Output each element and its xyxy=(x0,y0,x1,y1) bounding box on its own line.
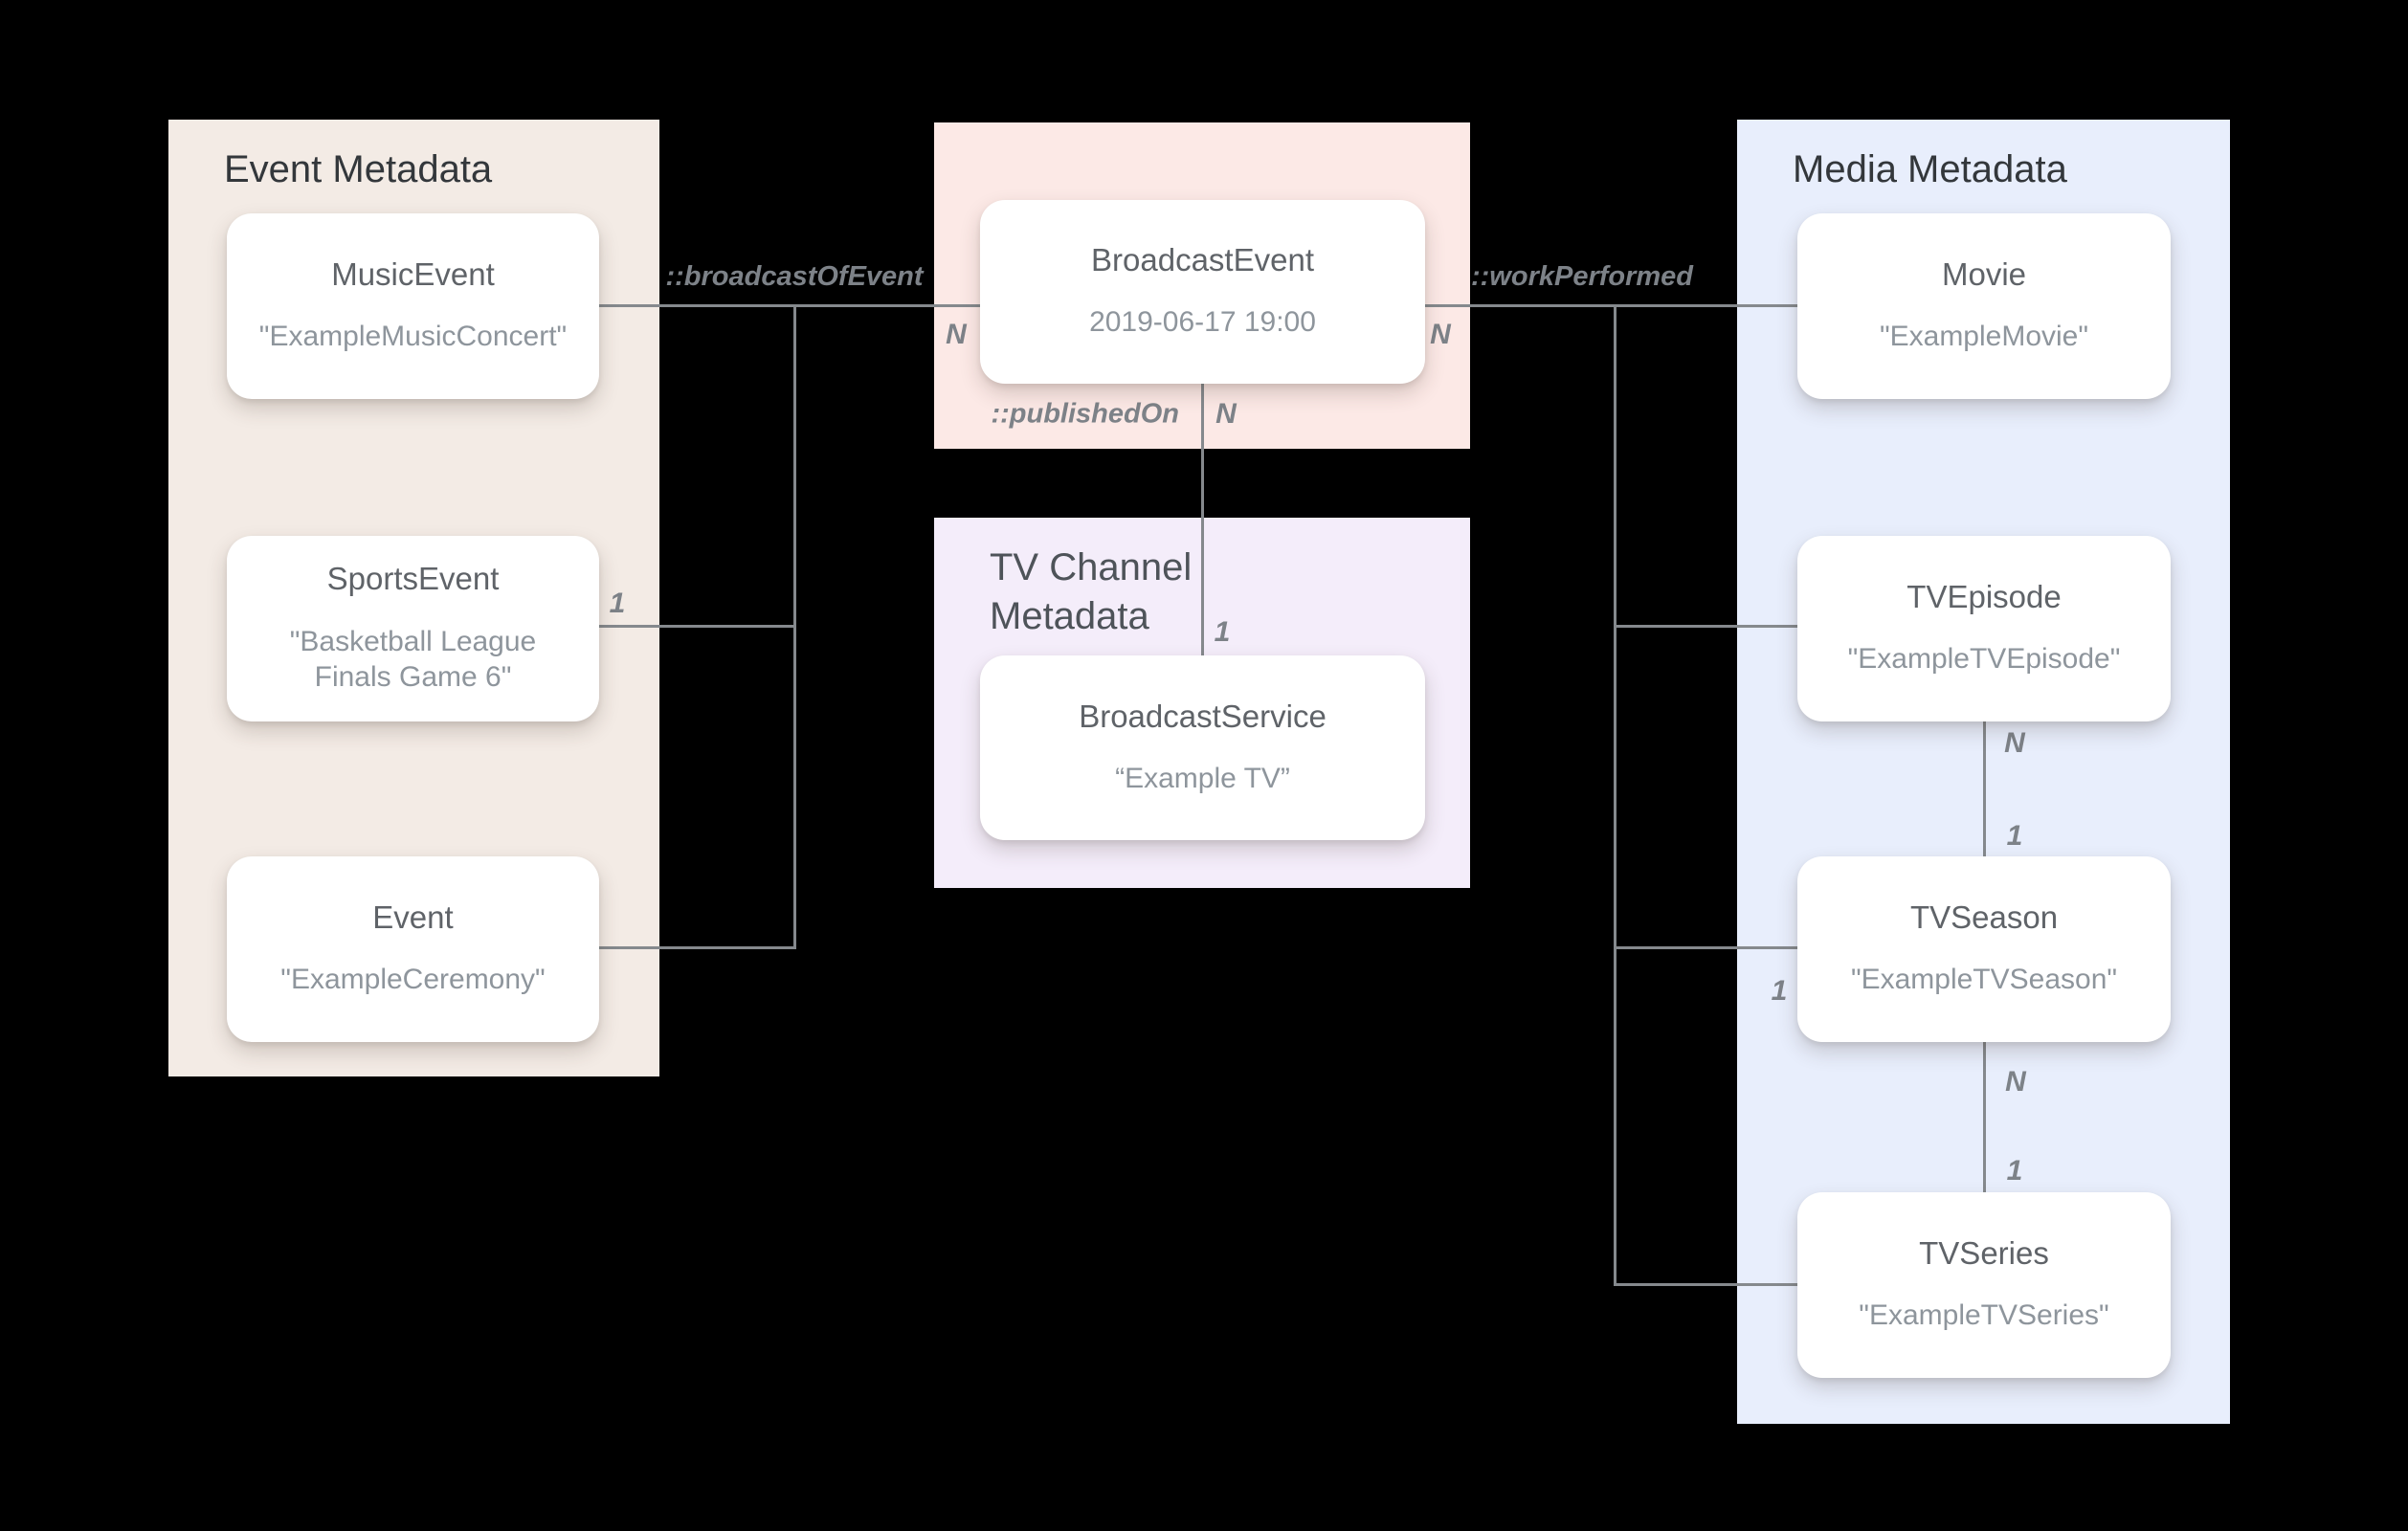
multiplicity-1-sportsevent: 1 xyxy=(609,588,626,619)
node-tvepisode: TVEpisode "ExampleTVEpisode" xyxy=(1797,536,2171,721)
media-metadata-title: Media Metadata xyxy=(1793,148,2067,190)
node-subtitle: "ExampleCeremony" xyxy=(280,964,546,996)
connector-tvseason-stub xyxy=(1614,946,1797,949)
node-event: Event "ExampleCeremony" xyxy=(227,856,599,1042)
node-title: TVEpisode xyxy=(1906,579,2062,615)
multiplicity-1-tvseason-stub: 1 xyxy=(1771,975,1788,1007)
node-musicevent: MusicEvent "ExampleMusicConcert" xyxy=(227,213,599,399)
node-title: MusicEvent xyxy=(331,256,495,293)
tv-channel-metadata-title: TV Channel Metadata xyxy=(990,546,1193,638)
connector-tvepisode-stub xyxy=(1614,625,1797,628)
node-subtitle: “Example TV” xyxy=(1115,762,1290,794)
node-subtitle: "ExampleTVEpisode" xyxy=(1847,643,2121,676)
multiplicity-n-broadcastevent-left: N xyxy=(946,319,967,350)
connector-sportsevent-stub xyxy=(599,625,796,628)
node-subtitle: 2019-06-17 19:00 xyxy=(1089,306,1316,339)
multiplicity-1-tvseries-top: 1 xyxy=(2006,1155,2023,1187)
node-title: Movie xyxy=(1941,256,2027,293)
relation-label-broadcastofevent: ::broadcastOfEvent xyxy=(665,261,924,292)
node-subtitle: "ExampleTVSeries" xyxy=(1859,1299,2109,1332)
connector-event-stub xyxy=(599,946,796,949)
node-title: BroadcastEvent xyxy=(1091,242,1314,278)
node-tvseries: TVSeries "ExampleTVSeries" xyxy=(1797,1192,2171,1378)
node-title: SportsEvent xyxy=(326,561,500,597)
node-broadcastservice: BroadcastService “Example TV” xyxy=(980,655,1425,840)
connector-musicevent-broadcastevent xyxy=(599,304,982,307)
node-subtitle: "ExampleTVSeason" xyxy=(1850,964,2118,996)
node-title: Event xyxy=(372,899,454,936)
node-movie: Movie "ExampleMovie" xyxy=(1797,213,2171,399)
relation-label-workperformed: ::workPerformed xyxy=(1470,261,1694,292)
connector-tvepisode-tvseason xyxy=(1983,721,1986,856)
node-broadcastevent: BroadcastEvent 2019-06-17 19:00 xyxy=(980,200,1425,384)
connector-tvseries-stub xyxy=(1614,1283,1797,1286)
node-subtitle: "Basketball League Finals Game 6" xyxy=(289,625,537,694)
relation-label-publishedon: ::publishedOn xyxy=(991,398,1179,430)
node-sportsevent: SportsEvent "Basketball League Finals Ga… xyxy=(227,536,599,721)
node-subtitle: "ExampleMusicConcert" xyxy=(258,321,568,353)
multiplicity-1-broadcastservice: 1 xyxy=(1214,616,1231,648)
event-metadata-title: Event Metadata xyxy=(224,148,493,190)
connector-event-junction xyxy=(793,304,796,949)
connector-tvseason-tvseries xyxy=(1983,1042,1986,1192)
multiplicity-n-tvseason: N xyxy=(2005,1066,2026,1098)
node-title: TVSeries xyxy=(1919,1235,2049,1272)
multiplicity-1-tvseason-top: 1 xyxy=(2006,820,2023,852)
connector-broadcastevent-broadcastservice xyxy=(1201,384,1204,656)
node-title: BroadcastService xyxy=(1079,698,1327,734)
multiplicity-n-broadcastevent-right: N xyxy=(1430,319,1451,350)
node-title: TVSeason xyxy=(1909,899,2059,936)
node-subtitle: "ExampleMovie" xyxy=(1879,321,2089,353)
node-tvseason: TVSeason "ExampleTVSeason" xyxy=(1797,856,2171,1042)
multiplicity-n-publishedon: N xyxy=(1215,398,1237,430)
connector-media-junction xyxy=(1614,304,1616,1286)
connector-broadcastevent-movie xyxy=(1425,304,1799,307)
multiplicity-n-tvepisode: N xyxy=(2004,727,2025,759)
